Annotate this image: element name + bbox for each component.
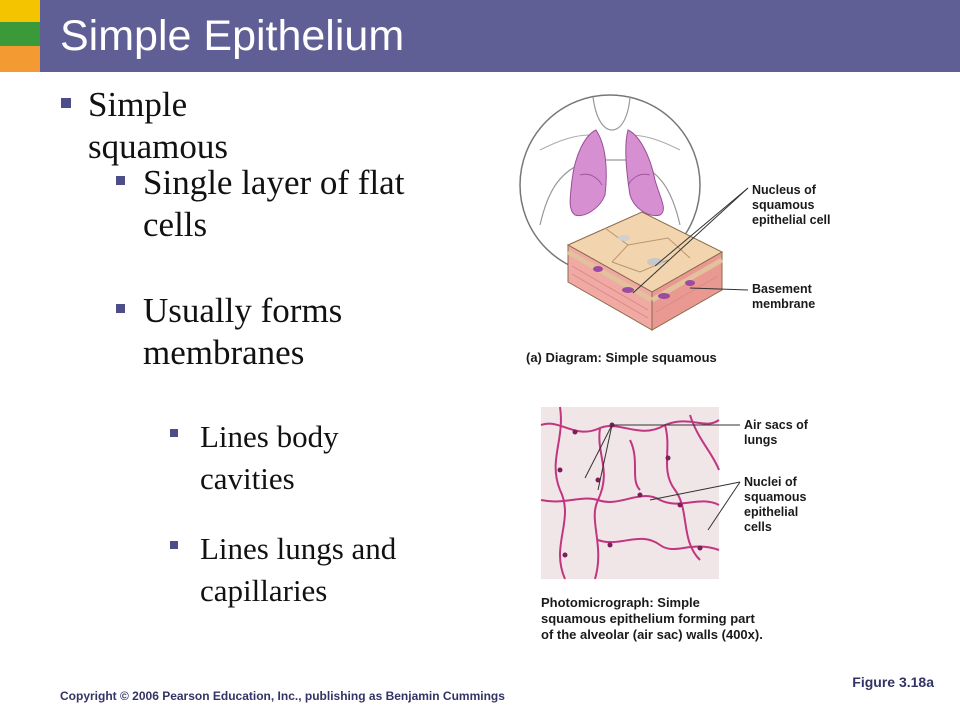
bullet-simple-squamous: Simple squamous xyxy=(61,84,228,168)
bullet-text-line: Lines lungs and xyxy=(200,531,397,566)
slide-title: Simple Epithelium xyxy=(60,12,405,60)
bullet-single-layer: Single layer of flat cells xyxy=(116,162,483,246)
corner-square-yellow xyxy=(0,0,40,22)
bullet-text-line: Lines body xyxy=(200,419,339,454)
bullet-marker xyxy=(116,176,125,185)
bullet-text-line: capillaries xyxy=(200,573,328,608)
torso-diagram xyxy=(519,94,701,276)
tissue-block-diagram xyxy=(566,187,749,331)
bullet-marker xyxy=(116,304,125,313)
label-nuclei: Nuclei of squamous epithelial cells xyxy=(744,475,807,534)
corner-square-orange xyxy=(0,46,40,72)
label-nucleus: Nucleus of squamous epithelial cell xyxy=(752,183,831,227)
copyright-footer: Copyright © 2006 Pearson Education, Inc.… xyxy=(60,689,505,703)
label-basement-membrane: Basement membrane xyxy=(752,282,816,311)
bullet-body-cavities: Lines body cavities xyxy=(170,416,470,500)
photomicrograph xyxy=(540,406,741,580)
bullet-marker xyxy=(170,429,178,437)
title-bar xyxy=(40,0,960,72)
bullet-text-line: membranes xyxy=(143,333,305,372)
bullet-marker xyxy=(61,98,71,108)
bullet-text-line: cavities xyxy=(200,461,295,496)
bullet-lungs-capillaries: Lines lungs and capillaries xyxy=(170,528,470,612)
diagram-caption-prefix: (a) Diagram: xyxy=(526,350,602,365)
photo-caption: Photomicrograph: Simple squamous epithel… xyxy=(541,595,763,642)
bullet-forms-membranes: Usually forms membranes xyxy=(116,290,483,374)
bullet-text-line: cells xyxy=(143,205,208,244)
diagram-caption-text: Simple squamous xyxy=(605,350,717,365)
diagram-caption: (a) Diagram: Simple squamous xyxy=(526,350,717,365)
figure-number: Figure 3.18a xyxy=(852,674,934,690)
bullet-text-line: Single layer of flat xyxy=(143,163,405,202)
corner-square-green xyxy=(0,22,40,46)
bullet-text: Simple squamous xyxy=(88,85,228,166)
bullet-marker xyxy=(170,541,178,549)
bullet-text-line: Usually forms xyxy=(143,291,343,330)
label-air-sacs: Air sacs of lungs xyxy=(744,418,808,447)
